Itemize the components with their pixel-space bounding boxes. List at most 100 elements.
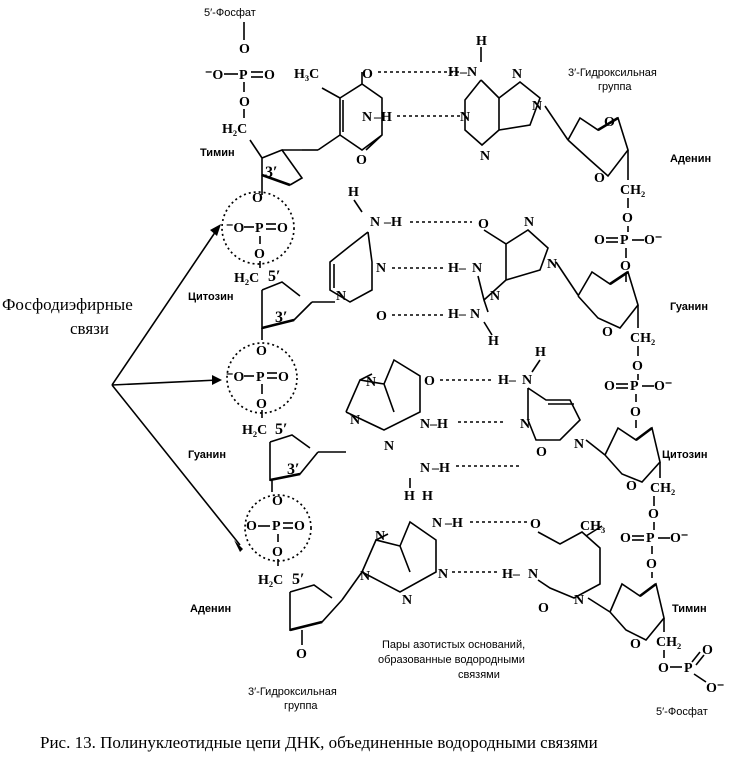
atom-h: –H <box>431 461 450 476</box>
atom-ch2: CH₂ <box>630 331 655 346</box>
atom-o: O <box>648 507 659 522</box>
atom-o: O <box>277 221 288 236</box>
atom-n: N <box>480 149 490 164</box>
atom-o: O <box>530 517 541 532</box>
atom-o: O <box>622 211 633 226</box>
atom-n: N <box>574 437 584 452</box>
arrow-line <box>111 227 219 386</box>
atom-o: O <box>254 247 265 262</box>
atom-o: O⁻ <box>706 681 724 696</box>
pairs-label-line2: образованные водородными <box>378 654 525 666</box>
right-base-label-thymine: Тимин <box>672 603 707 615</box>
atom-o: O <box>538 601 549 616</box>
atom-o: O <box>264 68 275 83</box>
atom-o: O <box>594 233 605 248</box>
left-base-label-cytosine: Цитозин <box>188 291 234 303</box>
atom-h: H <box>422 489 433 504</box>
left-base-label-thymine: Тимин <box>200 147 235 159</box>
phosphodiester-label-line1: Фосфодиэфирные <box>2 295 133 314</box>
phosphodiester-bond-circle <box>221 191 295 265</box>
left-bottom-label-line1: 3′-Гидроксильная <box>248 686 337 698</box>
atom-o: O <box>239 42 250 57</box>
left-top-label-line1: 5′-Фосфат <box>204 7 256 19</box>
atom-o: O <box>272 545 283 560</box>
left-bottom-label-line2: группа <box>284 700 318 712</box>
arrowhead-icon <box>210 224 221 236</box>
atom-n: N <box>490 289 500 304</box>
right-base-label-adenine: Аденин <box>670 153 711 165</box>
atom-o: O <box>246 519 257 534</box>
atom-o: O <box>602 325 613 340</box>
atom-o: O <box>702 643 713 658</box>
atom-n: N <box>350 413 360 428</box>
atom-n: N <box>402 593 412 608</box>
atom-o: O <box>620 259 631 274</box>
atom-n: N <box>336 289 346 304</box>
atom-n: N <box>532 99 542 114</box>
atom-o: O <box>594 171 605 186</box>
atom-p: P <box>646 531 655 546</box>
atom-p: P <box>272 519 281 534</box>
atom-n: N <box>432 516 442 531</box>
atom-p: P <box>684 661 693 676</box>
atom-h: –H <box>383 215 402 230</box>
atom-o: O <box>252 191 263 206</box>
atom-h2c: H₂C <box>242 423 267 438</box>
atom-n: N <box>376 261 386 276</box>
prime-5: 5′ <box>268 268 281 285</box>
atom-n: N <box>420 417 430 432</box>
base-pair-thymine-adenine: H₃C O N –H O H H –N N N N N <box>294 34 569 168</box>
atom-h: H <box>535 345 546 360</box>
pairs-label-line3: связями <box>458 669 500 681</box>
atom-o: O <box>646 557 657 572</box>
atom-h2c: H₂C <box>258 573 283 588</box>
atom-o: O⁻ <box>644 233 662 248</box>
arrowhead-icon <box>234 540 243 552</box>
atom-o: O <box>296 647 307 662</box>
atom-h2c: H₂C <box>222 122 247 137</box>
atom-o: O <box>630 405 641 420</box>
atom-n: N <box>370 215 380 230</box>
atom-o: O <box>362 67 373 82</box>
phosphodiester-label-group: Фосфодиэфирные связи <box>2 224 243 552</box>
atom-o: ⁻O <box>226 221 244 236</box>
atom-n: N <box>460 110 470 125</box>
atom-p: P <box>239 68 248 83</box>
right-strand-backbone: 3′-Гидроксильная группа O O CH₂ O O P O⁻… <box>567 67 724 718</box>
prime-3: 3′ <box>275 309 288 326</box>
atom-o: O <box>620 531 631 546</box>
atom-h: –H <box>444 516 463 531</box>
prime-5: 5′ <box>275 421 288 438</box>
atom-o: O <box>478 217 489 232</box>
right-bottom-label: 5′-Фосфат <box>656 706 708 718</box>
atom-o: ⁻O <box>205 68 223 83</box>
atom-h: H <box>488 334 499 349</box>
atom-o: ⁻O <box>226 370 244 385</box>
atom-h: –H <box>429 417 448 432</box>
atom-o: O <box>658 661 669 676</box>
atom-n: N <box>472 261 482 276</box>
atom-h: H– <box>448 307 467 322</box>
atom-o: O <box>376 309 387 324</box>
atom-o: O <box>356 153 367 168</box>
prime-3: 3′ <box>265 164 278 181</box>
atom-h: H <box>448 65 459 80</box>
atom-ch2: CH₂ <box>650 481 675 496</box>
right-base-label-cytosine: Цитозин <box>662 449 708 461</box>
left-strand-backbone: 5′-Фосфат O ⁻O P O O H₂C 3′ O ⁻O P O O H… <box>204 7 363 712</box>
atom-n: N <box>524 215 534 230</box>
atom-h3c: H₃C <box>294 67 319 82</box>
atom-o: O <box>272 494 283 509</box>
atom-o: O <box>630 637 641 652</box>
atom-n: N <box>574 593 584 608</box>
atom-n: –N <box>459 65 477 80</box>
atom-n: N <box>528 567 538 582</box>
atom-n: N <box>547 257 557 272</box>
atom-p: P <box>630 379 639 394</box>
arrowhead-icon <box>212 375 222 385</box>
left-base-label-guanine: Гуанин <box>188 449 226 461</box>
atom-o: O <box>626 479 637 494</box>
pairs-label-line1: Пары азотистых оснований, <box>382 639 525 651</box>
